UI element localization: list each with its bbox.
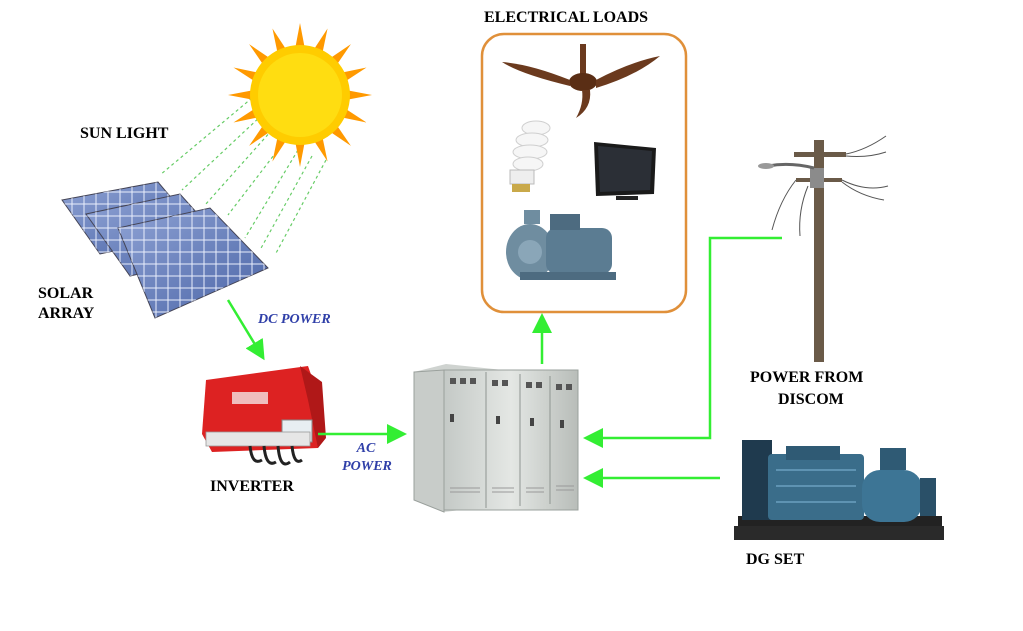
dg-set-label: DG SET — [746, 551, 805, 568]
solar-array-label-line2: ARRAY — [38, 305, 95, 322]
sun-icon — [228, 23, 372, 167]
electrical-loads-box — [480, 32, 688, 314]
solar-array-label-line1: SOLAR — [38, 285, 94, 302]
ceiling-fan-icon — [502, 44, 660, 118]
solar-panel-icon — [61, 181, 269, 319]
discom-supply-arrow — [583, 236, 782, 448]
electrical-loads-label: ELECTRICAL LOADS — [484, 9, 649, 26]
inverter-label: INVERTER — [210, 478, 294, 495]
sun-ray — [295, 23, 305, 50]
dc-power-arrow — [226, 299, 265, 361]
switchgear-panel-icon — [413, 364, 579, 513]
dc-power-label: DC POWER — [258, 312, 331, 327]
television-icon — [594, 142, 656, 200]
power-from-discom-label-line2: DISCOM — [778, 391, 844, 408]
sun-ray — [295, 140, 305, 167]
sun-light-label: SUN LIGHT — [80, 125, 169, 142]
flow-arrows — [226, 236, 782, 488]
power-from-discom-label-line1: POWER FROM — [750, 369, 864, 386]
cfl-bulb-icon — [509, 120, 551, 192]
ac-power-label-line1: AC — [356, 441, 376, 456]
ac-power-label-line2: POWER — [342, 459, 392, 474]
utility-pole-icon — [758, 135, 889, 362]
inverter-icon — [202, 366, 326, 466]
sun-ray — [228, 90, 255, 100]
water-pump-icon — [506, 210, 616, 280]
sun-ray — [345, 90, 372, 100]
sunlight-rays — [159, 97, 327, 256]
diesel-generator-icon — [734, 440, 944, 540]
